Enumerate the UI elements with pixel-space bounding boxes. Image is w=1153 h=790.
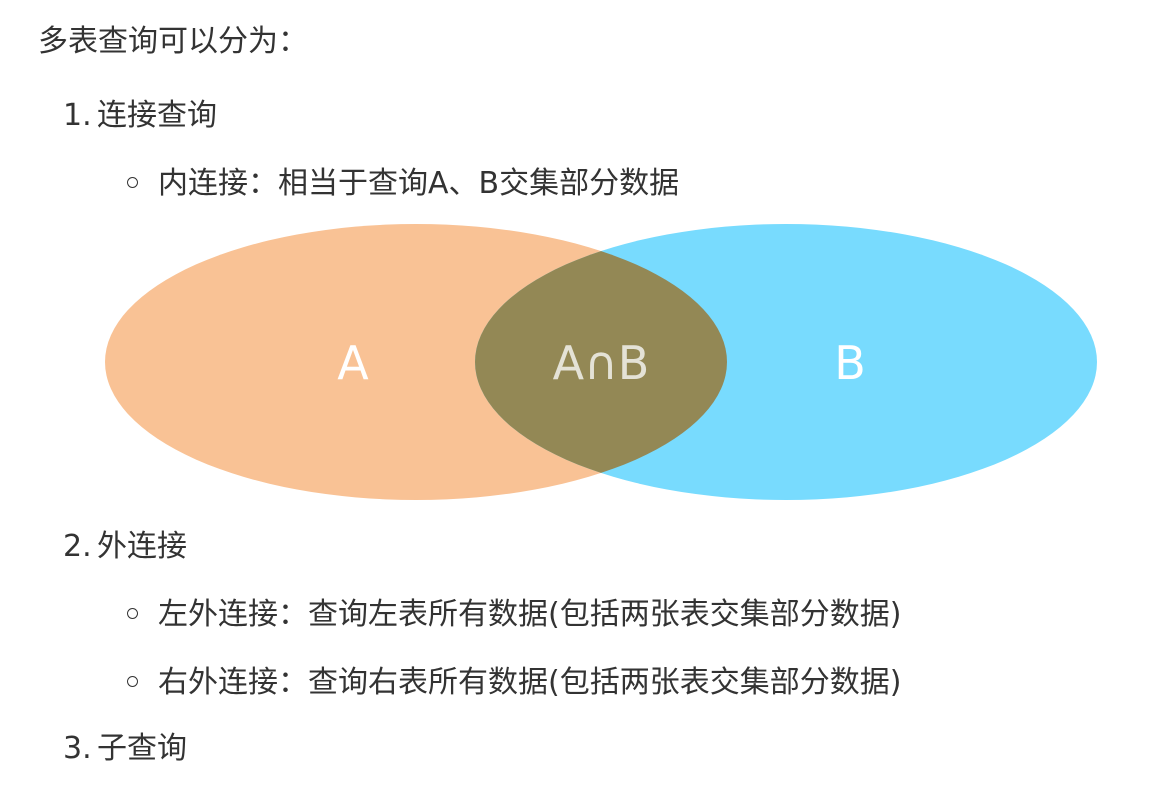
- sub-item-right-join: 右外连接：查询右表所有数据(包括两张表交集部分数据): [127, 663, 901, 703]
- circle-bullet-icon: [127, 608, 138, 619]
- circle-bullet-icon: [127, 177, 138, 188]
- list-number: 2.: [63, 529, 92, 564]
- sub-item-inner-join: 内连接：相当于查询A、B交集部分数据: [127, 164, 679, 204]
- sub-item-label: 内连接：相当于查询A、B交集部分数据: [158, 166, 680, 201]
- intro-text: 多表查询可以分为：: [38, 24, 308, 59]
- set-b-label: B: [834, 336, 866, 390]
- sub-item-label: 右外连接：查询右表所有数据(包括两张表交集部分数据): [158, 665, 902, 700]
- sub-item-label: 左外连接：查询左表所有数据(包括两张表交集部分数据): [158, 597, 902, 632]
- intersection-label: A∩B: [553, 336, 650, 390]
- list-item-label: 外连接: [97, 529, 187, 564]
- sub-item-left-join: 左外连接：查询左表所有数据(包括两张表交集部分数据): [127, 595, 901, 635]
- list-item-label: 子查询: [97, 731, 187, 766]
- list-item-label: 连接查询: [97, 98, 217, 133]
- list-item-join-query: 1.连接查询: [63, 96, 217, 136]
- set-a-label: A: [337, 336, 369, 390]
- list-item-outer-join: 2.外连接: [63, 527, 187, 567]
- circle-bullet-icon: [127, 676, 138, 687]
- list-number: 3.: [63, 731, 92, 766]
- intersection-region: [475, 224, 727, 500]
- list-number: 1.: [63, 98, 92, 133]
- list-item-subquery: 3.子查询: [63, 729, 187, 769]
